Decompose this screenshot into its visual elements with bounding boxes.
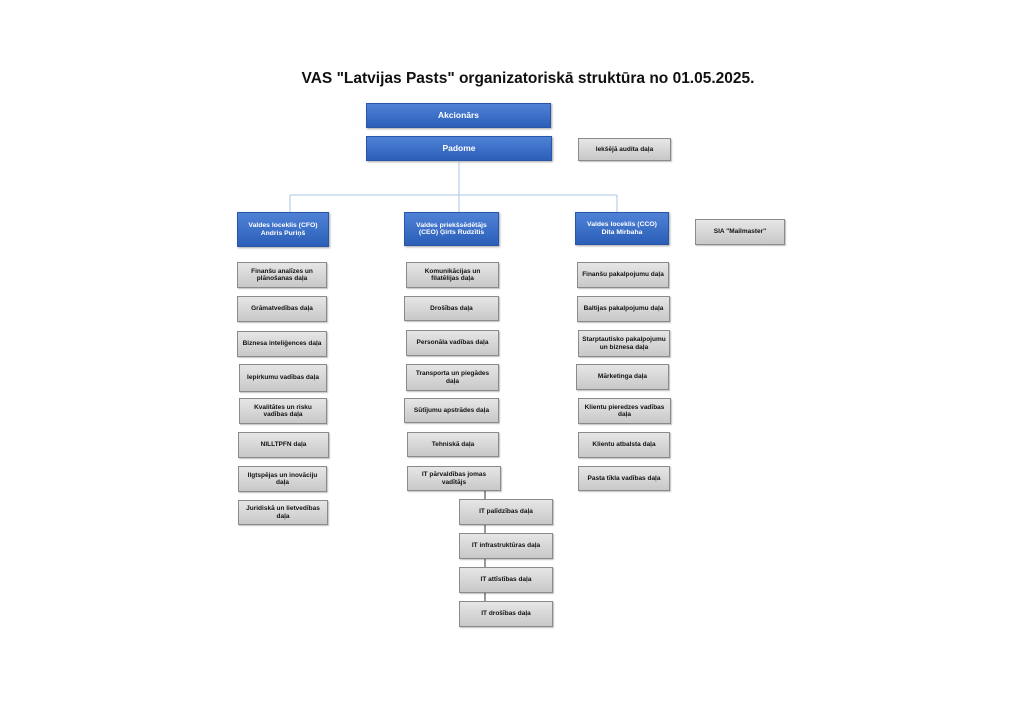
cco-unit: Baltijas pakalpojumu daļa [577,296,670,322]
cfo-unit: Juridiskā un lietvedības daļa [238,500,328,525]
cfo-unit: Iepirkumu vadības daļa [239,364,327,392]
cco-unit: Finanšu pakalpojumu daļa [577,262,669,288]
council-box: Padome [366,136,552,161]
shareholder-box: Akcionārs [366,103,551,128]
cfo-unit: NILLTPFN daļa [238,432,329,458]
it-unit: IT infrastruktūras daļa [459,533,553,559]
it-unit: IT palīdzības daļa [459,499,553,525]
ceo-unit: Drošības daļa [404,296,499,321]
cfo-unit: Kvalitātes un risku vadības daļa [239,398,327,424]
cco-box: Valdes loceklis (CCO) Dita Mirbaha [575,212,669,245]
ceo-unit: Tehniskā daļa [407,432,499,457]
ceo-unit: IT pārvaldības jomas vadītājs [407,466,501,491]
page-title: VAS "Latvijas Pasts" organizatoriskā str… [301,70,755,87]
ceo-unit: Sūtījumu apstrādes daļa [404,398,499,423]
cfo-box: Valdes loceklis (CFO) Andris Puriņš [237,212,329,247]
cco-unit: Starptautisko pakalpojumu un biznesa daļ… [578,330,670,357]
cfo-unit: Ilgtspējas un inovāciju daļa [238,466,327,492]
it-unit: IT drošības daļa [459,601,553,627]
subsidiary-box: SIA "Mailmaster" [695,219,785,245]
ceo-box: Valdes priekšsēdētājs (CEO) Ģirts Rudzīt… [404,212,499,246]
internal-audit-box: Iekšējā audita daļa [578,138,671,161]
cfo-unit: Biznesa inteliģences daļa [237,331,327,357]
ceo-unit: Personāla vadības daļa [406,330,499,356]
it-unit: IT attīstības daļa [459,567,553,593]
ceo-unit: Komunikācijas un filatēlijas daļa [406,262,499,288]
ceo-unit: Transporta un piegādes daļa [406,364,499,391]
cco-unit: Pasta tīkla vadības daļa [578,466,670,491]
cco-unit: Mārketinga daļa [576,364,669,390]
cfo-unit: Grāmatvedības daļa [237,296,327,322]
cco-unit: Klientu atbalsta daļa [578,432,670,458]
cco-unit: Klientu pieredzes vadības daļa [578,398,671,424]
cfo-unit: Finanšu analīzes un plānošanas daļa [237,262,327,288]
